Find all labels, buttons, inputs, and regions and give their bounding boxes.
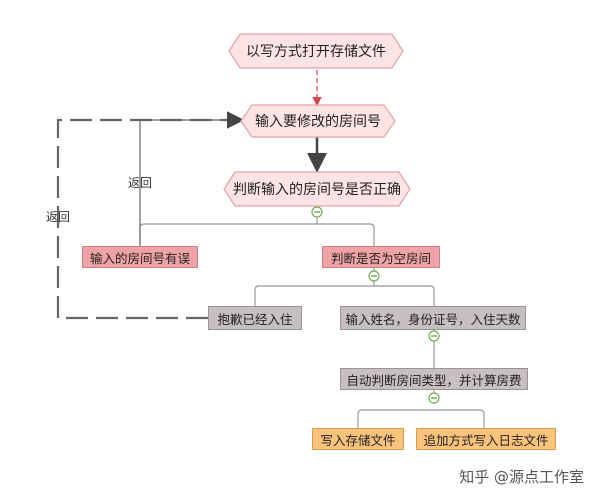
node-write-file-label: 写入存储文件 [320, 432, 396, 448]
label-return-inner: 返回 [128, 176, 153, 190]
node-auto-calc[interactable]: 自动判断房间类型，并计算房费 [340, 368, 528, 390]
label-return-outer: 返回 [46, 210, 71, 224]
node-sorry-label: 抱歉已经入住 [217, 311, 293, 327]
node-auto-calc-label: 自动判断房间类型，并计算房费 [346, 372, 522, 388]
node-input-info[interactable]: 输入姓名，身份证号，入住天数 [340, 306, 526, 330]
edge-branch-3 [357, 409, 485, 428]
node-input-info-label: 输入姓名，身份证号，入住天数 [345, 311, 521, 327]
node-room-error-label: 输入的房间号有误 [89, 250, 190, 266]
node-open-file[interactable]: 以写方式打开存储文件 [228, 33, 404, 69]
collapse-marker-3 [428, 330, 440, 342]
collapse-marker-2 [368, 270, 380, 282]
node-append-log-label: 追加方式写入日志文件 [423, 432, 549, 448]
collapse-marker-1 [311, 206, 323, 218]
node-check-empty-label: 判断是否为空房间 [330, 250, 431, 266]
node-input-room[interactable]: 输入要修改的房间号 [240, 104, 396, 138]
node-open-file-label: 以写方式打开存储文件 [246, 44, 386, 60]
node-check-room[interactable]: 判断输入的房间号是否正确 [223, 171, 411, 207]
node-room-error[interactable]: 输入的房间号有误 [82, 246, 198, 268]
collapse-marker-4 [428, 392, 440, 404]
edge-branch-2 [254, 285, 435, 306]
node-append-log[interactable]: 追加方式写入日志文件 [416, 428, 556, 450]
node-sorry[interactable]: 抱歉已经入住 [208, 306, 302, 330]
node-check-room-label: 判断输入的房间号是否正确 [233, 182, 401, 198]
edge-branch-1 [139, 223, 375, 246]
watermark: 知乎 @源点工作室 [459, 468, 584, 486]
node-check-empty[interactable]: 判断是否为空房间 [322, 246, 440, 268]
node-input-room-label: 输入要修改的房间号 [255, 114, 381, 130]
node-write-file[interactable]: 写入存储文件 [312, 428, 404, 450]
edge-return-outer [56, 111, 245, 320]
